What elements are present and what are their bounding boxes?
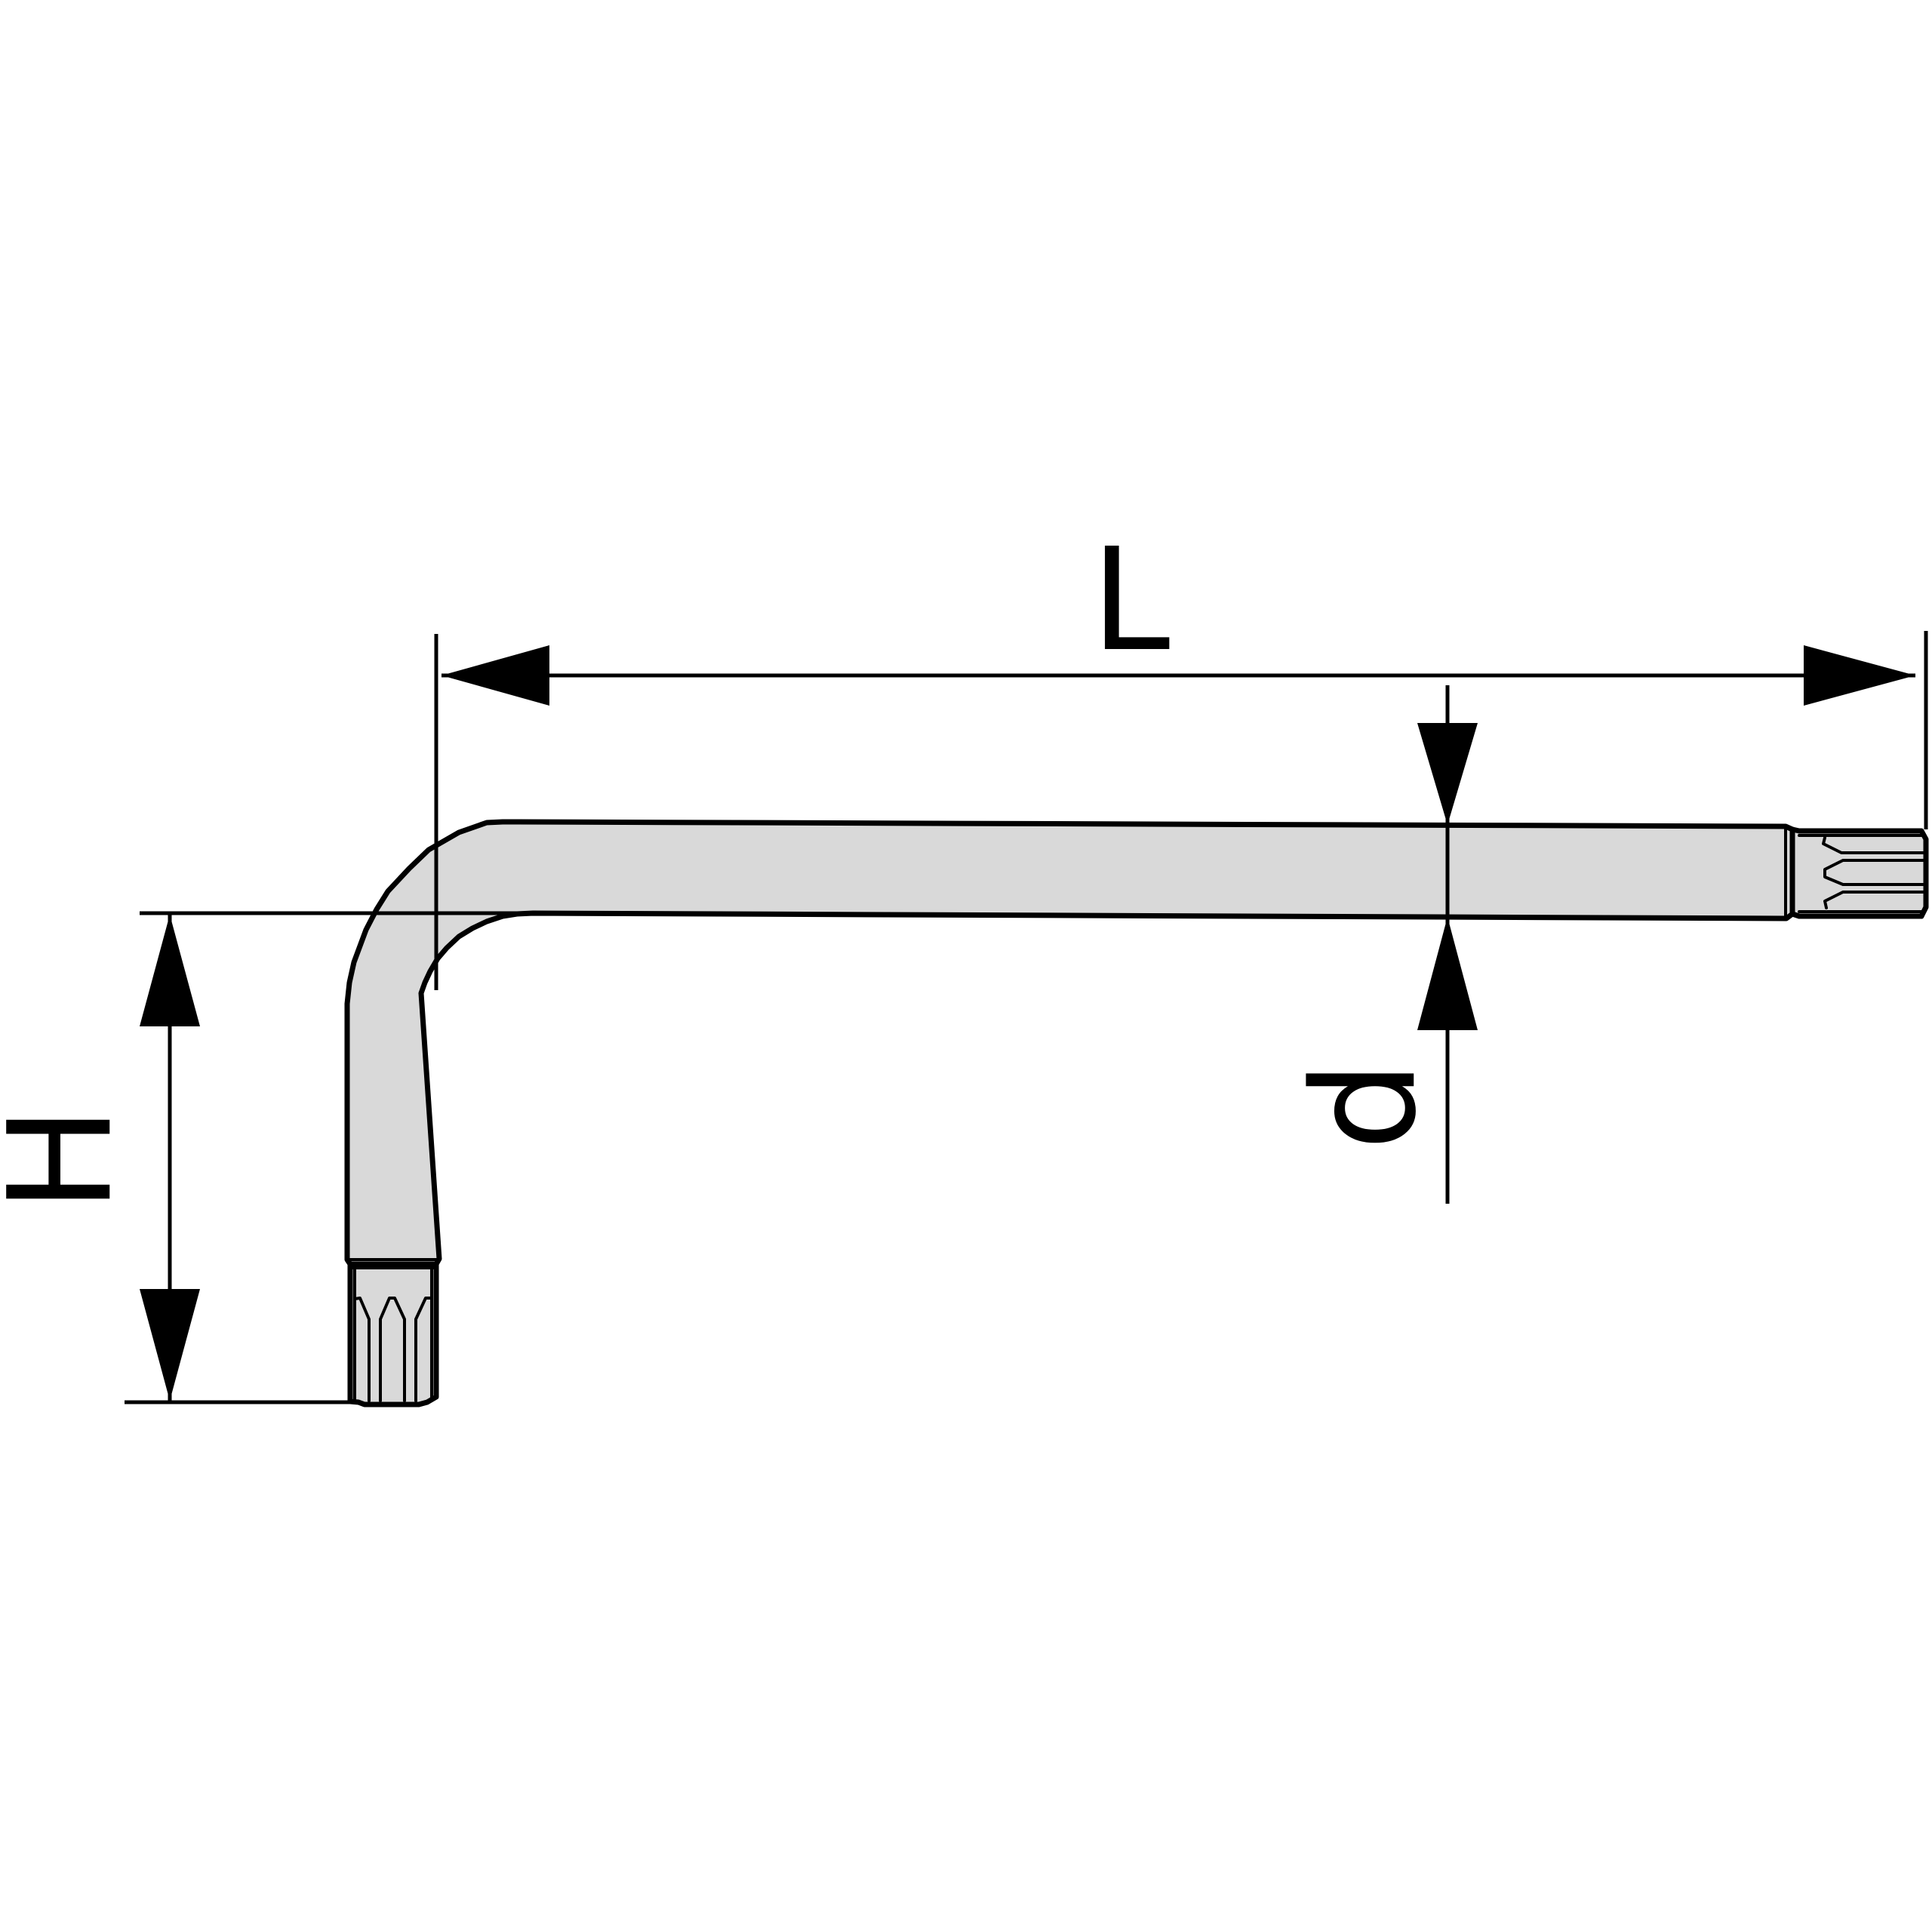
arrowhead-icon: [1804, 645, 1915, 706]
arrowhead-icon: [1417, 917, 1478, 1030]
dimension-length: L: [441, 518, 1915, 706]
arrowhead-icon: [1417, 723, 1478, 825]
right-tip-spline-lines: [1784, 828, 1927, 918]
hex-key-l-wrench-icon: [344, 819, 1929, 1407]
wrench-tip-right: [1789, 826, 1929, 919]
wrench-body: [344, 819, 1795, 1267]
dimension-diameter: d: [1282, 723, 1478, 1151]
bottom-tip-spline-lines: [349, 1258, 439, 1402]
arrowhead-icon: [441, 645, 549, 706]
arrowhead-icon: [140, 1289, 200, 1401]
dimension-label-diameter: d: [1282, 1060, 1447, 1150]
arrowhead-icon: [140, 915, 200, 1026]
dimension-height: H: [0, 915, 200, 1401]
wrench-tip-bottom: [347, 1261, 439, 1407]
dimension-label-length: L: [1091, 518, 1171, 683]
dimension-label-height: H: [0, 1106, 143, 1212]
